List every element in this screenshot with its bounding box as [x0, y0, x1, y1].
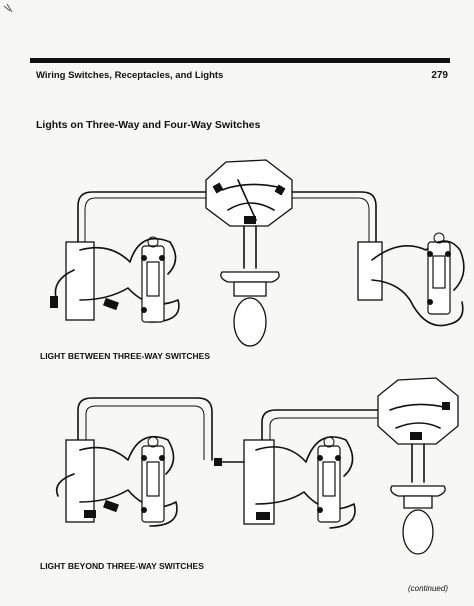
page-header: Wiring Switches, Receptacles, and Lights…	[30, 58, 450, 88]
top-rule	[30, 58, 450, 63]
page-number: 279	[431, 70, 448, 81]
wiring-diagram-light-between	[50, 159, 465, 347]
scan-mark	[3, 3, 13, 13]
left-three-way-switch-2	[141, 436, 165, 523]
wiring-diagram-light-beyond	[55, 377, 459, 555]
continued-note: (continued)	[407, 584, 448, 593]
header-title: Wiring Switches, Receptacles, and Lights	[36, 70, 224, 81]
middle-three-way-switch	[317, 436, 341, 523]
left-switch-box	[50, 237, 180, 323]
light-fixture	[220, 225, 280, 347]
cable-right	[289, 191, 377, 243]
right-switch-box	[357, 240, 465, 327]
light-fixture-2	[390, 443, 446, 555]
caption-light-beyond: LIGHT BEYOND THREE-WAY SWITCHES	[40, 561, 204, 571]
right-three-way-switch	[427, 232, 451, 315]
cable-to-fixture	[261, 409, 381, 441]
caption-light-between: LIGHT BETWEEN THREE-WAY SWITCHES	[40, 351, 211, 361]
cable-left	[77, 191, 216, 246]
section-title: Lights on Three-Way and Four-Way Switche…	[36, 119, 261, 131]
ceiling-box-2	[377, 377, 459, 445]
left-three-way-switch	[141, 236, 165, 323]
ceiling-box	[205, 159, 293, 227]
cable-left-loop	[77, 397, 213, 461]
